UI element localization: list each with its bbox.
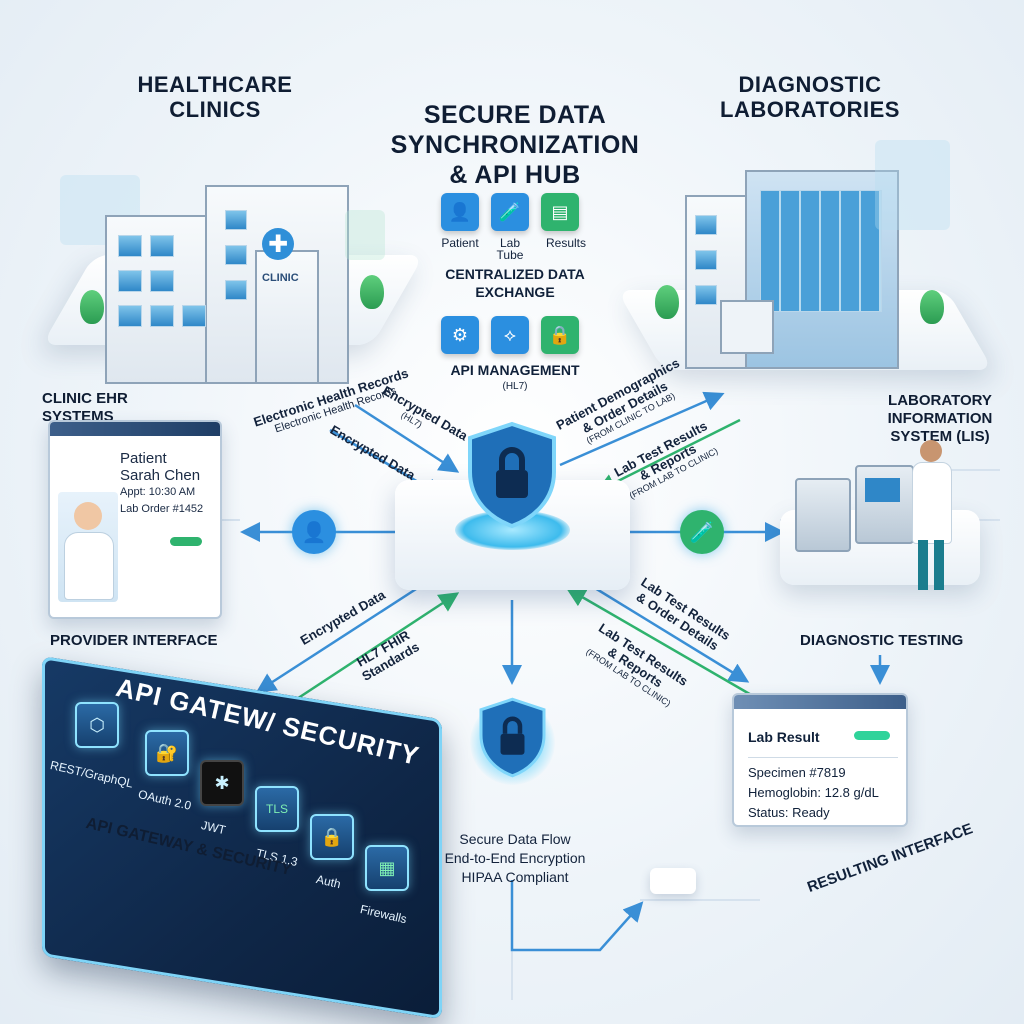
secure-caption: Secure Data Flow End-to-End Encryption H…: [420, 830, 610, 887]
lab-result-card: Lab Result Specimen #7819 Hemoglobin: 12…: [732, 693, 908, 827]
hub-caption-lab-tube: Lab Tube: [485, 237, 535, 261]
secure-line3: HIPAA Compliant: [420, 868, 610, 887]
secure-line1: Secure Data Flow: [420, 830, 610, 849]
specimen-line: Specimen #7819: [748, 763, 879, 783]
share-nodes-icon: ⟡: [491, 316, 529, 354]
hub-caption-api-management: API Management: [420, 362, 610, 378]
lis-label: Laboratory Information System (LIS): [880, 392, 1000, 446]
user-badge-icon[interactable]: 👤: [292, 510, 336, 554]
secure-line2: End-to-End Encryption: [420, 849, 610, 868]
jwt-icon[interactable]: ✱: [200, 760, 244, 806]
tls-tile-text: TLS: [266, 802, 288, 816]
testing-label: Diagnostic Testing: [800, 632, 963, 649]
small-node: [650, 868, 696, 894]
floating-bar-panel: [345, 210, 385, 260]
person-icon: 👤: [441, 193, 479, 231]
patient-lab-order: Lab Order #1452: [120, 501, 215, 518]
hub-caption-patient: Patient: [435, 237, 485, 249]
oauth-lock-icon[interactable]: 🔐: [145, 730, 189, 776]
floating-data-panel: [875, 140, 950, 230]
patient-name: Sarah Chen: [120, 467, 215, 484]
result-status-pill: [854, 731, 890, 740]
status-line: Status: Ready: [748, 803, 879, 823]
lab-result-title: Lab Result: [748, 729, 820, 745]
doctor-avatar: [58, 492, 118, 602]
provider-label: Provider Interface: [50, 632, 218, 649]
secure-shield-icon: [475, 695, 550, 780]
hub-caption-results: Results: [541, 237, 591, 249]
clinics-title: Healthcare Clinics: [110, 72, 320, 122]
medical-cross-icon: ✚: [262, 228, 294, 260]
status-pill: [170, 537, 202, 546]
document-icon: ▤: [541, 193, 579, 231]
hub-mid-icons: ⚙ ⟡ 🔒: [441, 316, 579, 354]
gear-icon: ⚙: [441, 316, 479, 354]
network-icon[interactable]: ⬡: [75, 702, 119, 748]
clinic-sign: Clinic: [262, 272, 299, 284]
provider-screen: Patient Sarah Chen Appt: 10:30 AM Lab Or…: [48, 420, 222, 619]
tls-badge-icon[interactable]: TLS: [255, 786, 299, 832]
hub-caption-centralized: Centralized Data Exchange: [420, 265, 610, 301]
hub-caption-hl7: (HL7): [420, 381, 610, 392]
labs-title: Diagnostic Laboratories: [705, 72, 915, 122]
test-tube-icon: 🧪: [491, 193, 529, 231]
hub-title: Secure Data Synchronization & API Hub: [380, 100, 650, 190]
shield-lock-icon: [462, 420, 562, 530]
lock-gear-icon: 🔒: [541, 316, 579, 354]
test-tube-badge-icon[interactable]: 🧪: [680, 510, 724, 554]
lab-entrance: [720, 300, 774, 354]
hub-top-icons: 👤 🧪 ▤: [441, 193, 579, 231]
patient-line1: Patient: [120, 450, 215, 467]
firewall-icon[interactable]: ▦: [365, 845, 409, 891]
patient-appt: Appt: 10:30 AM: [120, 484, 215, 501]
hemoglobin-line: Hemoglobin: 12.8 g/dL: [748, 783, 879, 803]
padlock-icon[interactable]: 🔒: [310, 814, 354, 860]
